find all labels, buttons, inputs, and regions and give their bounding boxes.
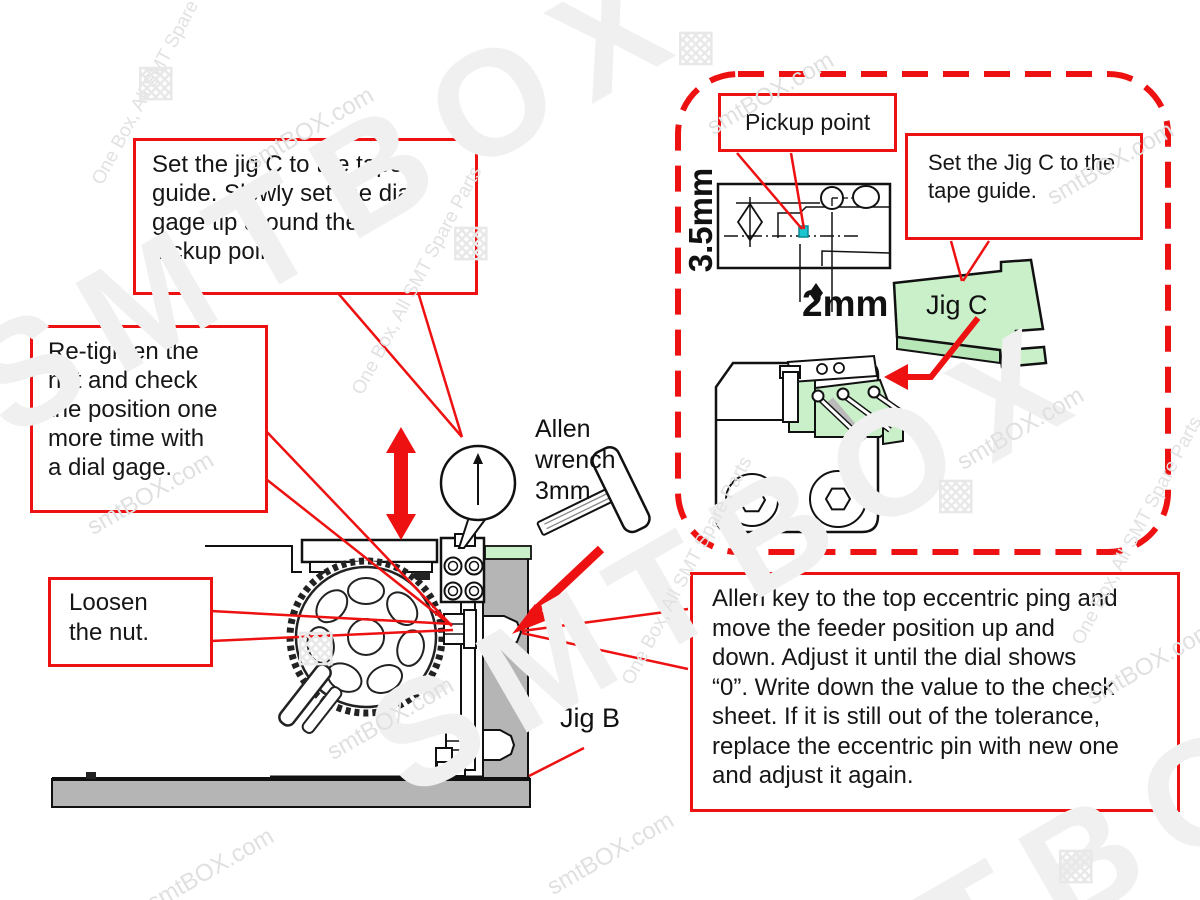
nut bbox=[443, 613, 465, 645]
callout-set-jig-dial: Set the jig C to the tape guide. Slowly … bbox=[133, 138, 478, 295]
floor bbox=[51, 772, 531, 808]
allen-wrench-drawing bbox=[536, 446, 651, 536]
jig-c-label: Jig C bbox=[926, 290, 988, 320]
dimension-2mm-label: 2mm bbox=[802, 283, 889, 324]
jig-c-piece bbox=[892, 258, 1048, 369]
feeder-pin-upper bbox=[482, 615, 523, 649]
dial-gage bbox=[439, 444, 517, 549]
allen-wrench-label: Allen wrench 3mm bbox=[535, 415, 616, 505]
jig-c-arrow-icon bbox=[884, 316, 981, 390]
green-shim bbox=[484, 545, 532, 560]
callout-loosen-nut: Loosen the nut. bbox=[48, 577, 213, 667]
sprocket-gear bbox=[278, 557, 446, 734]
jig-b-rail bbox=[482, 555, 529, 779]
feeder-head bbox=[714, 354, 926, 534]
callout-allen-key-instructions: Allen key to the top eccentric ping and … bbox=[690, 572, 1180, 812]
dimension-3-5mm-label: 3.5mm bbox=[682, 167, 719, 273]
hex-screw-right bbox=[809, 470, 867, 528]
eccentric-pin-assembly bbox=[435, 599, 477, 777]
callout-retighten-nut: Re-tighten the nut and check the positio… bbox=[30, 325, 268, 513]
hex-screw-left bbox=[725, 473, 779, 527]
feeder-pin-lower bbox=[482, 729, 516, 761]
leader-lines bbox=[210, 152, 991, 778]
up-down-arrow-icon bbox=[386, 427, 416, 540]
jig-b-label: Jig B bbox=[560, 703, 621, 733]
feeder-pins bbox=[811, 385, 926, 437]
ratchet-pawl bbox=[278, 663, 332, 727]
wrench-arrow-icon bbox=[512, 545, 605, 634]
callout-pickup-point: Pickup point bbox=[718, 93, 897, 152]
inset-panel-border bbox=[675, 71, 1171, 555]
callout-set-jig-c: Set the Jig C to the tape guide. bbox=[905, 133, 1143, 240]
